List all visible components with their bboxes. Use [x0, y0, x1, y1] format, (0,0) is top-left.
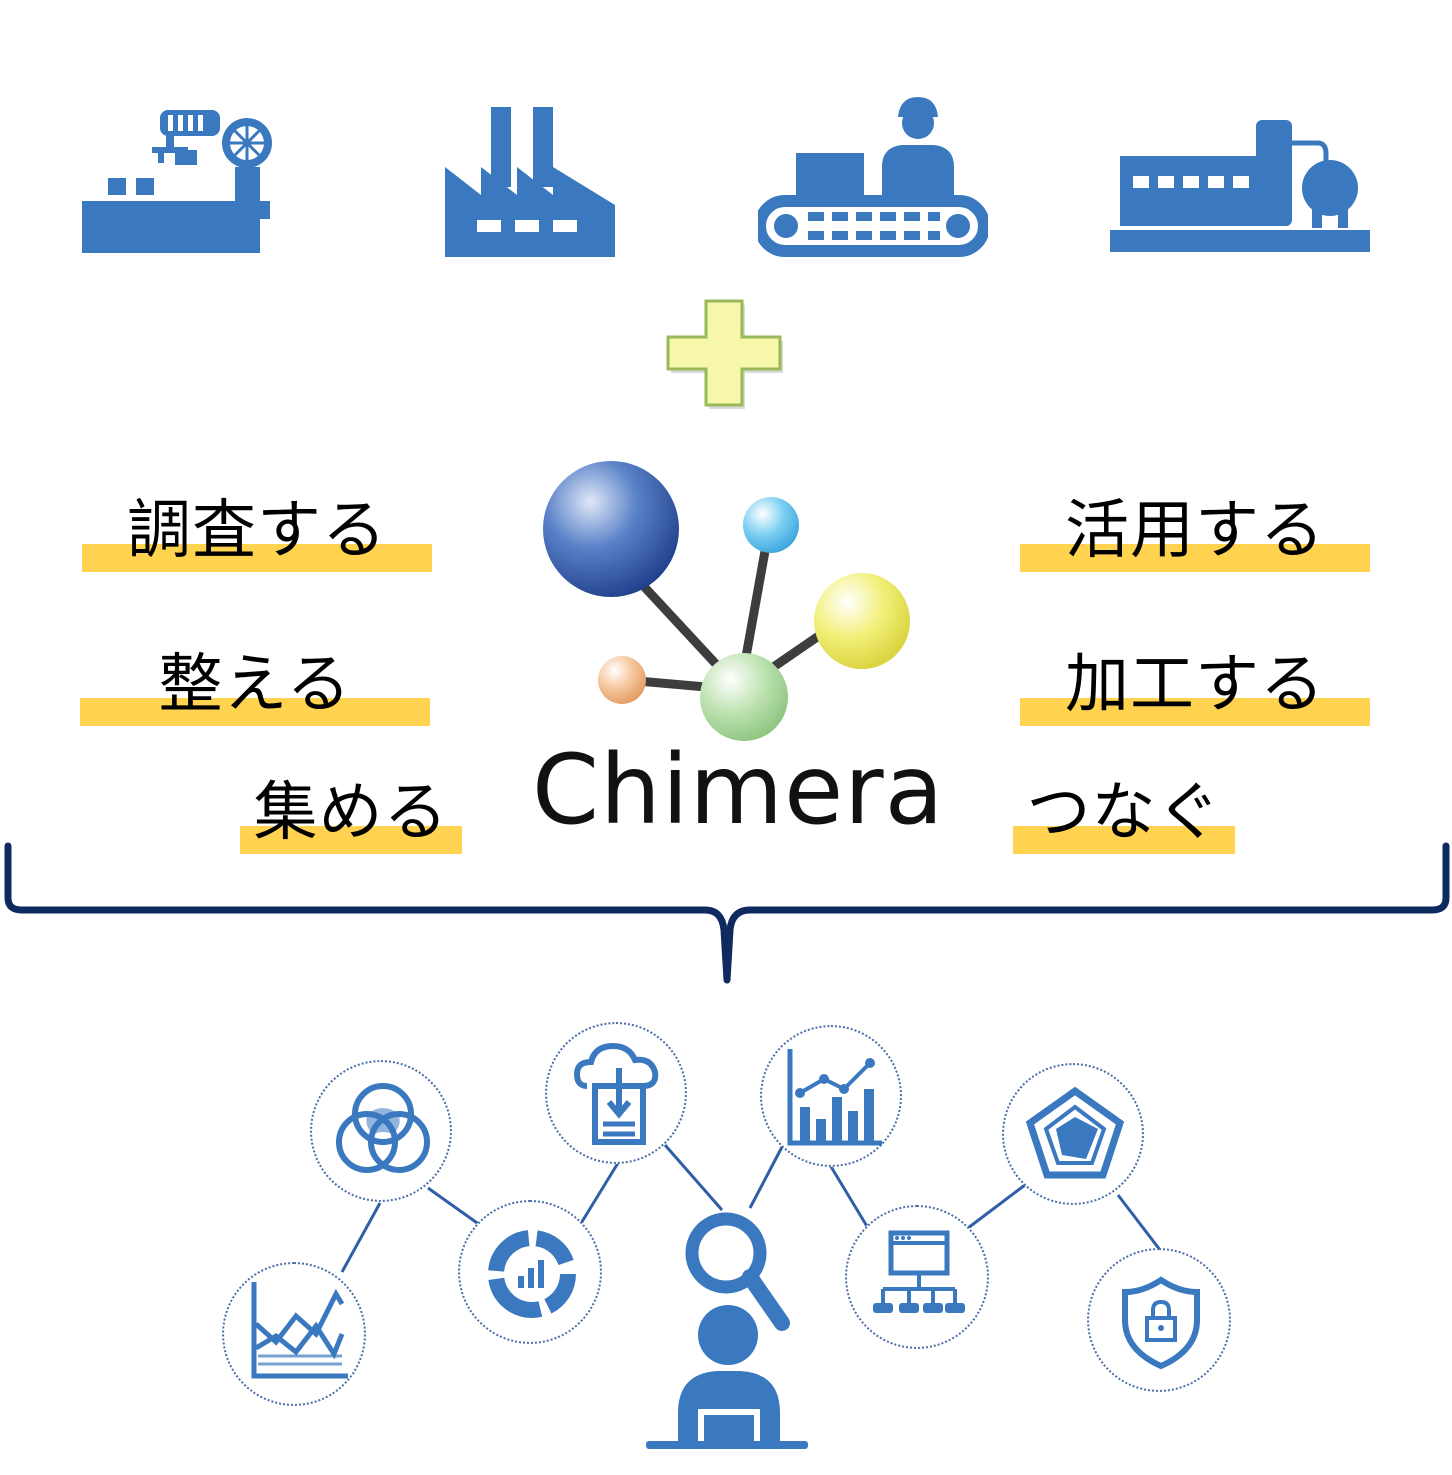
area-chart-icon [251, 1282, 348, 1379]
analyst-search-icon [646, 1212, 808, 1449]
verb-utilize: 活用する [1020, 492, 1370, 572]
donut-chart-node [458, 1200, 602, 1344]
venn-diagram-node [310, 1060, 452, 1202]
factory-icon [445, 107, 615, 257]
verb-arrange: 整える [80, 646, 430, 726]
conveyor-worker-icon [758, 97, 988, 257]
security-shield-node [1087, 1248, 1231, 1392]
radar-chart-icon [1025, 1086, 1125, 1179]
donut-chart-icon [488, 1230, 576, 1318]
verb-process: 加工する [1020, 646, 1370, 726]
cloud-document-node [545, 1022, 687, 1164]
verb-connect: つなぐ [1013, 774, 1235, 854]
bar-line-chart-node [760, 1025, 902, 1167]
area-chart-node [222, 1262, 366, 1406]
security-shield-icon [1122, 1276, 1200, 1370]
sitemap-node [845, 1205, 989, 1349]
chimera-molecule-logo [543, 461, 910, 741]
sitemap-icon [873, 1230, 965, 1313]
curly-brace [4, 842, 1450, 984]
industrial-machine-icon [1110, 120, 1370, 252]
robot-arm-icon [82, 110, 272, 253]
bar-line-chart-icon [787, 1049, 882, 1146]
verb-collect: 集める [240, 774, 462, 854]
verb-survey: 調査する [82, 492, 432, 572]
network-connectors [340, 1144, 1162, 1273]
plus-icon [666, 299, 783, 409]
venn-diagram-icon [336, 1083, 430, 1173]
chimera-wordmark: Chimera [532, 734, 945, 846]
cloud-download-document-icon [573, 1042, 659, 1145]
radar-chart-node [1002, 1063, 1144, 1205]
